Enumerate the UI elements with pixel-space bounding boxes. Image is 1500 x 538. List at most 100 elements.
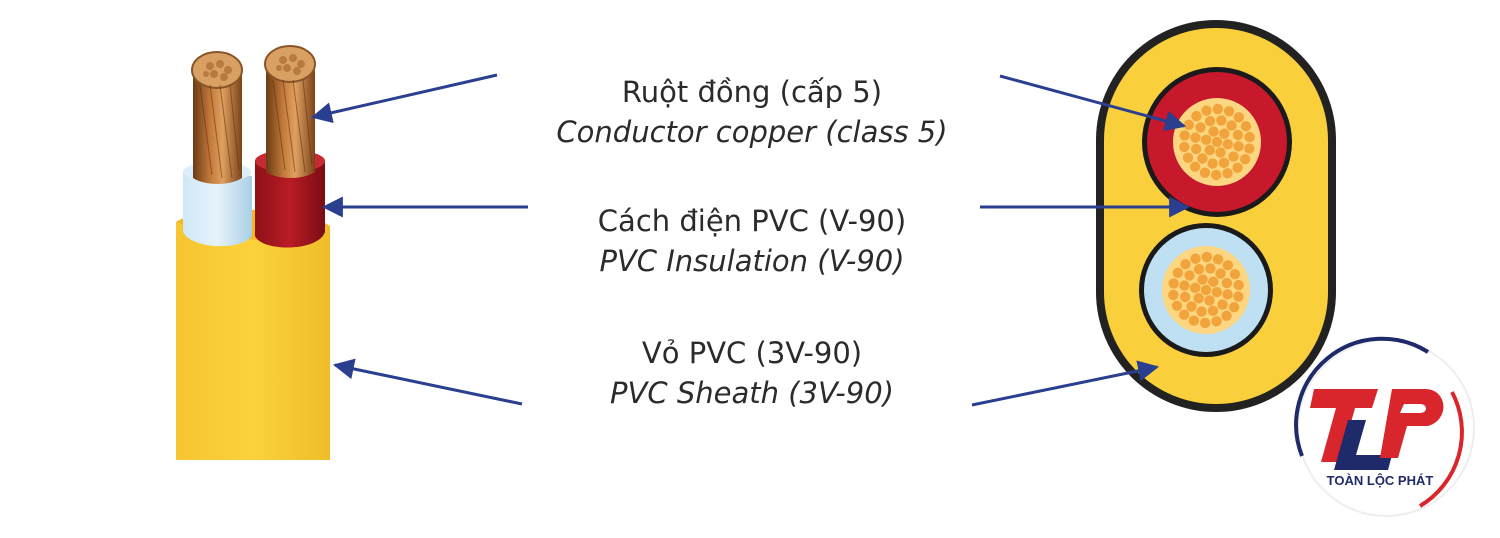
copper-strand xyxy=(1233,141,1244,152)
arrow-conductor-right xyxy=(999,74,1187,132)
copper-strand xyxy=(1215,268,1226,279)
copper-strand xyxy=(1233,112,1245,123)
label-sheath-vi: Vỏ PVC (3V-90) xyxy=(641,336,863,370)
copper-strand xyxy=(1183,119,1195,130)
copper-strand xyxy=(1178,309,1190,320)
copper-strand xyxy=(1229,269,1241,280)
copper-strand xyxy=(1208,276,1219,287)
copper-strand xyxy=(1179,291,1191,303)
logo-company-name: TOÀN LỘC PHÁT xyxy=(1327,473,1434,488)
copper-strand xyxy=(1204,145,1215,156)
copper-strand xyxy=(1222,168,1233,179)
copper-strand xyxy=(1179,130,1190,141)
copper-strand xyxy=(1222,138,1233,150)
copper-strand xyxy=(1208,126,1219,137)
copper-strand xyxy=(1201,105,1212,116)
copper-strand xyxy=(1212,103,1224,115)
copper-strand xyxy=(1240,121,1252,132)
copper-strand xyxy=(1222,260,1234,271)
copper-conductor-left xyxy=(193,72,242,184)
copper-strand xyxy=(1212,254,1224,265)
copper-strand xyxy=(1244,143,1255,154)
copper-strand xyxy=(1190,132,1201,143)
copper-strand xyxy=(1189,161,1201,172)
copper-strand xyxy=(1171,300,1183,311)
copper-strand xyxy=(1172,267,1184,278)
copper-strand xyxy=(1195,122,1206,133)
copper-strand xyxy=(1180,258,1191,270)
copper-strand xyxy=(1186,301,1197,312)
logo-letter-l xyxy=(1334,420,1392,470)
copper-strand xyxy=(1217,299,1228,310)
copper-strand xyxy=(1196,306,1207,317)
copper-strand xyxy=(1197,274,1208,285)
pointer-arrows xyxy=(310,73,1191,407)
copper-strand xyxy=(1221,310,1232,322)
copper-strand xyxy=(1244,131,1255,143)
copper-strand xyxy=(1179,280,1190,291)
cable-3d-illustration xyxy=(176,45,330,460)
cable-sheath-body xyxy=(176,222,330,460)
copper-strand xyxy=(1204,115,1216,127)
label-sheath: Vỏ PVC (3V-90) PVC Sheath (3V-90) xyxy=(492,333,1012,413)
label-conductor-vi: Ruột đồng (cấp 5) xyxy=(621,75,883,109)
copper-strand xyxy=(1182,152,1194,163)
copper-strand xyxy=(1215,147,1226,158)
copper-strand xyxy=(1190,282,1201,294)
copper-strand xyxy=(1226,120,1237,131)
copper-strand xyxy=(1207,158,1218,169)
copper-strand xyxy=(1216,115,1227,126)
arrow-sheath-right xyxy=(971,360,1160,407)
copper-strand xyxy=(1228,151,1239,162)
copper-strand xyxy=(1201,134,1212,146)
arrow-sheath-left xyxy=(332,358,523,406)
label-insulation: Cách điện PVC (V-90) PVC Insulation (V-9… xyxy=(492,201,1012,281)
label-insulation-vi: Cách điện PVC (V-90) xyxy=(597,204,907,238)
copper-strand xyxy=(1199,167,1211,178)
copper-strand xyxy=(1168,278,1179,289)
copper-strand xyxy=(1193,263,1205,275)
cable-cross-section xyxy=(1096,20,1336,412)
copper-strand xyxy=(1211,316,1222,327)
copper-strand xyxy=(1193,293,1204,304)
copper-strand xyxy=(1184,270,1195,281)
copper-strand xyxy=(1199,317,1211,329)
label-conductor: Ruột đồng (cấp 5) Conductor copper (clas… xyxy=(492,72,1012,152)
copper-strand xyxy=(1223,106,1235,117)
label-conductor-en: Conductor copper (class 5) xyxy=(556,115,948,149)
copper-strand xyxy=(1200,284,1212,296)
copper-strand xyxy=(1210,169,1222,181)
copper-strand xyxy=(1190,253,1201,264)
copper-strand xyxy=(1190,143,1202,155)
copper-strand xyxy=(1211,286,1222,298)
copper-strand xyxy=(1201,251,1213,263)
copper-strand xyxy=(1207,305,1219,317)
copper-strand xyxy=(1219,128,1230,139)
label-insulation-en: PVC Insulation (V-90) xyxy=(599,244,905,278)
logo-letter-t xyxy=(1310,389,1378,462)
copper-strand xyxy=(1205,263,1216,274)
red-insulation xyxy=(255,160,325,248)
copper-conductor-right xyxy=(266,66,315,178)
copper-strand xyxy=(1218,157,1230,169)
copper-strand xyxy=(1211,136,1223,148)
copper-strand xyxy=(1204,295,1215,306)
copper-strand xyxy=(1188,315,1200,326)
copper-strand xyxy=(1239,154,1251,165)
copper-strand xyxy=(1221,277,1233,289)
copper-strand xyxy=(1191,110,1202,122)
copper-strand xyxy=(1232,129,1244,141)
copper-strand xyxy=(1179,141,1190,153)
copper-strand xyxy=(1233,291,1244,302)
copper-strand xyxy=(1168,289,1179,301)
copper-strand xyxy=(1233,279,1244,291)
logo-letter-p xyxy=(1380,389,1444,458)
company-logo: TOÀN LỘC PHÁT xyxy=(1294,336,1475,517)
copper-strand xyxy=(1228,302,1240,313)
blue-insulation xyxy=(183,170,252,247)
copper-strand xyxy=(1232,162,1243,174)
label-sheath-en: PVC Sheath (3V-90) xyxy=(610,376,894,410)
copper-strand xyxy=(1197,153,1208,164)
